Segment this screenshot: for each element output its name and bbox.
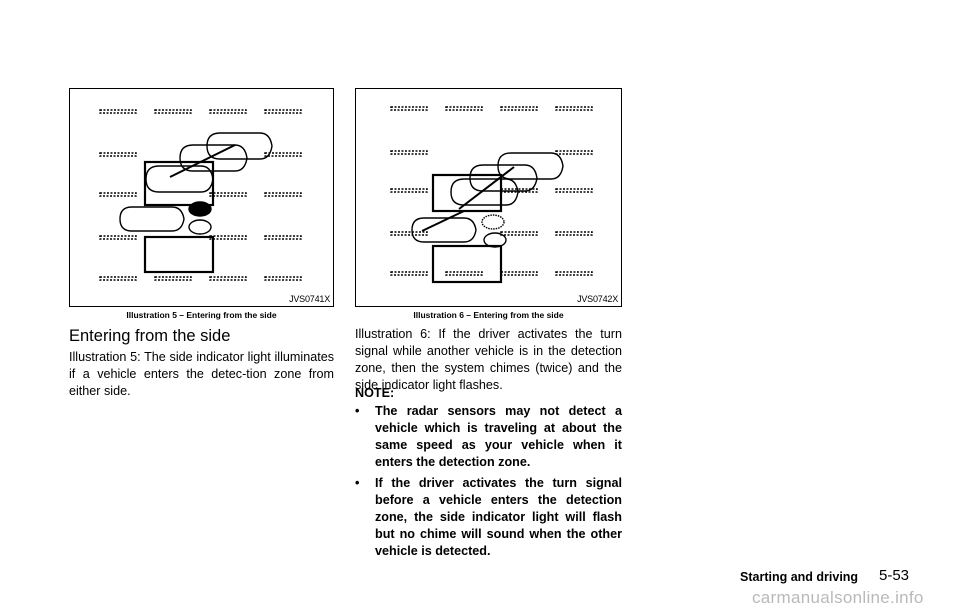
note-label: NOTE: (355, 386, 395, 400)
bullet: • (355, 476, 360, 490)
note-list: • The radar sensors may not detect a veh… (355, 403, 622, 564)
illustration-6-diagram (390, 106, 593, 284)
section-heading: Entering from the side (69, 327, 231, 345)
note-item: • The radar sensors may not detect a veh… (355, 403, 622, 471)
illustration-5-figure: JVS0741X (69, 88, 334, 307)
illustration-5-diagram (99, 109, 302, 281)
illustration-5-caption: Illustration 5 – Entering from the side (126, 310, 277, 320)
page-number: 5-53 (879, 567, 910, 584)
watermark: carmanualsonline.info (752, 588, 924, 607)
note-text: If the driver activates the turn signal … (375, 476, 622, 558)
illustration-6-caption: Illustration 6 – Entering from the side (413, 310, 564, 320)
illustration-6-paragraph: Illustration 6: If the driver activates … (355, 327, 622, 392)
footer-section: Starting and driving (740, 570, 859, 584)
illustration-5-paragraph: Illustration 5: The side indicator light… (69, 350, 334, 398)
figure-code: JVS0742X (577, 294, 618, 304)
figure-code: JVS0741X (289, 294, 330, 304)
note-text: The radar sensors may not detect a vehic… (375, 404, 622, 469)
note-item: • If the driver activates the turn signa… (355, 475, 622, 560)
illustration-6-figure: JVS0742X (355, 88, 622, 307)
bullet: • (355, 404, 360, 418)
